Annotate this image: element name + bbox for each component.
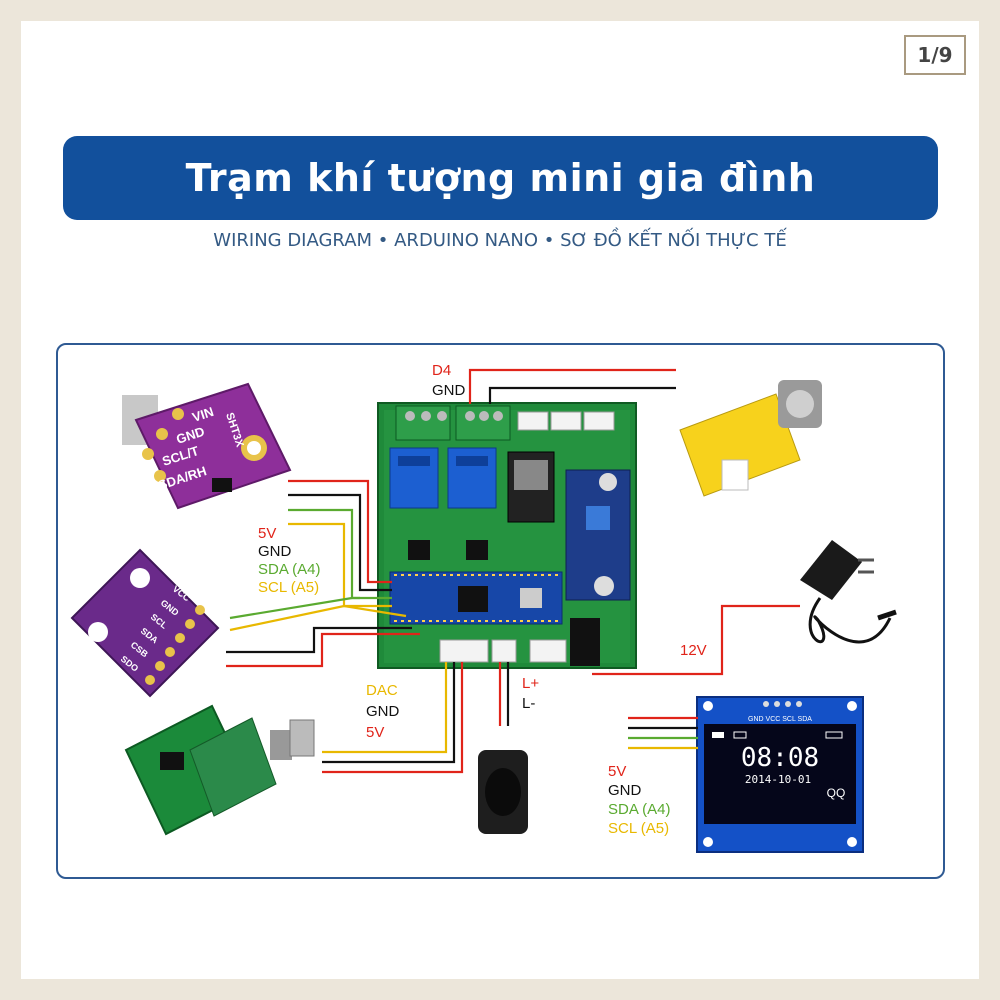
label-i2c-5v: 5V bbox=[258, 525, 276, 542]
label-lminus: L- bbox=[522, 695, 535, 712]
label-d4: D4 bbox=[432, 362, 451, 379]
label-amp-gnd: GND bbox=[366, 703, 400, 720]
title-banner: Trạm khí tượng mini gia đình bbox=[63, 136, 938, 220]
speaker bbox=[470, 724, 536, 842]
power-adapter bbox=[800, 540, 897, 644]
label-motor-gnd: GND bbox=[432, 382, 466, 399]
relay-2 bbox=[447, 447, 497, 509]
oled-time: 08:08 bbox=[741, 743, 819, 773]
wire-labels: D4 GND 5V GND SDA (A4) SCL (A5) DAC GND … bbox=[258, 362, 707, 837]
oled-badge: QQ bbox=[827, 786, 846, 800]
wires bbox=[226, 368, 800, 774]
label-oled-5v: 5V bbox=[608, 763, 626, 780]
mp3-module bbox=[507, 451, 555, 523]
label-i2c-sda: SDA (A4) bbox=[258, 561, 321, 578]
page-subtitle: WIRING DIAGRAM • ARDUINO NANO • SƠ ĐỒ KẾ… bbox=[213, 230, 787, 251]
oled-header: GND VCC SCL SDA bbox=[748, 716, 812, 723]
label-oled-scl: SCL (A5) bbox=[608, 820, 669, 837]
label-dac: DAC bbox=[366, 682, 398, 699]
label-i2c-gnd: GND bbox=[258, 543, 292, 560]
gear-motor bbox=[674, 366, 824, 518]
label-oled-gnd: GND bbox=[608, 782, 642, 799]
label-oled-sda: SDA (A4) bbox=[608, 801, 671, 818]
sht-pin-vin: VIN bbox=[190, 404, 215, 425]
terminal-block-right bbox=[455, 405, 511, 441]
amplifier-module bbox=[124, 704, 315, 836]
bmp-sensor: VCC GND SCL SDA CSB SDO bbox=[70, 548, 220, 698]
sht3x-sensor: VIN GND SCL/T SDA/RH SHT3X bbox=[122, 382, 292, 510]
label-amp-5v: 5V bbox=[366, 724, 384, 741]
oled-date: 2014-10-01 bbox=[745, 773, 811, 786]
label-lplus: L+ bbox=[522, 675, 539, 692]
buck-converter bbox=[565, 469, 631, 601]
relay-1 bbox=[389, 447, 439, 509]
main-board bbox=[377, 402, 637, 669]
terminal-block-left bbox=[395, 405, 451, 441]
arduino-nano bbox=[389, 571, 563, 625]
oled-display: GND VCC SCL SDA 08:08 2014-10-01 QQ bbox=[696, 696, 864, 853]
page-counter: 1/9 bbox=[904, 35, 966, 75]
label-i2c-scl: SCL (A5) bbox=[258, 579, 319, 596]
page-title: Trạm khí tượng mini gia đình bbox=[185, 156, 816, 200]
label-12v: 12V bbox=[680, 642, 707, 659]
